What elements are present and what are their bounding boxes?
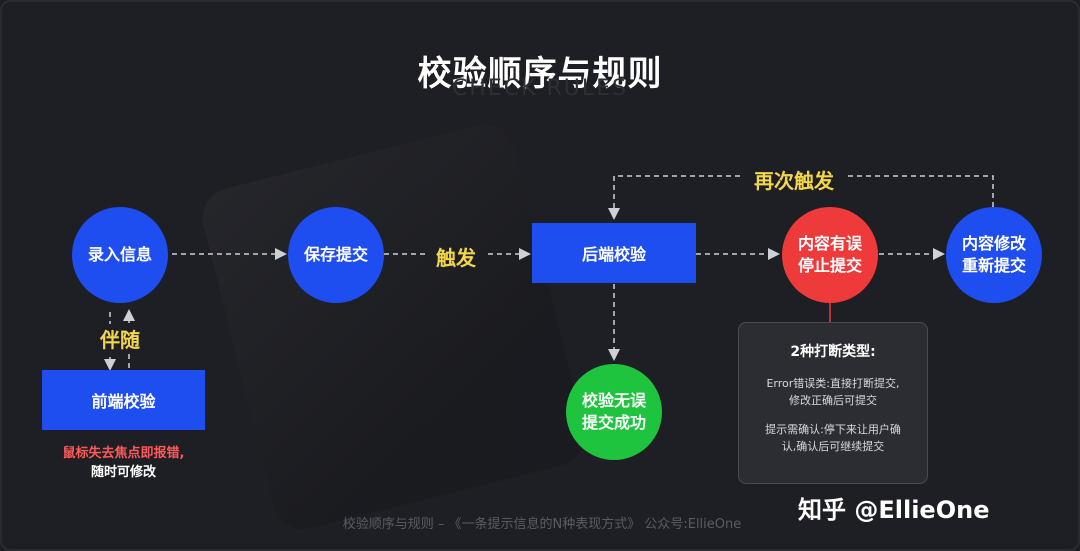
- node-backend-check: 后端校验: [532, 223, 696, 283]
- interrupt-confirm-line2: 认,确认后可继续提交: [781, 440, 885, 453]
- node-content-error-line1: 内容有误: [797, 234, 862, 253]
- interrupt-types-title: 2种打断类型:: [790, 344, 876, 360]
- node-content-error: 内容有误 停止提交: [782, 207, 878, 303]
- node-success-line1: 校验无误: [581, 391, 646, 410]
- node-modify-line1: 内容修改: [961, 234, 1026, 253]
- node-modify-resubmit-label: 内容修改 重新提交: [962, 233, 1026, 277]
- node-modify-resubmit: 内容修改 重新提交: [946, 207, 1042, 303]
- interrupt-types-box: 2种打断类型: Error错误类:直接打断提交, 修改正确后可提交 提示需确认:…: [738, 322, 928, 484]
- diagram-subtitle: CHECK RULES: [451, 76, 629, 101]
- interrupt-confirm-line1: 提示需确认:停下来让用户确: [765, 423, 901, 436]
- node-input-info-label: 录入信息: [87, 245, 152, 264]
- frontend-note-white: 随时可修改: [90, 465, 156, 480]
- node-save-submit: 保存提交: [288, 207, 384, 303]
- arrow-modify-to-backend: [614, 175, 994, 217]
- node-save-submit-label: 保存提交: [303, 245, 368, 264]
- node-check-success-label: 校验无误 提交成功: [582, 390, 646, 434]
- node-frontend-check: 前端校验: [42, 370, 205, 430]
- node-content-error-label: 内容有误 停止提交: [798, 233, 862, 277]
- node-backend-check-label: 后端校验: [581, 245, 646, 264]
- label-trigger: 触发: [436, 246, 476, 270]
- interrupt-error-line2: 修改正确后可提交: [789, 394, 877, 407]
- frontend-note-red: 鼠标失去焦点即报错,: [62, 446, 185, 461]
- node-input-info: 录入信息: [72, 207, 168, 303]
- watermark: 知乎 @EllieOne: [798, 496, 990, 524]
- diagram-title: 校验顺序与规则: [417, 54, 663, 94]
- node-modify-line2: 重新提交: [961, 256, 1026, 275]
- node-check-success: 校验无误 提交成功: [566, 364, 662, 460]
- label-resubmit: 再次触发: [754, 169, 834, 193]
- label-accompany: 伴随: [98, 324, 142, 353]
- node-content-error-line2: 停止提交: [797, 256, 862, 275]
- node-frontend-check-label: 前端校验: [91, 392, 156, 411]
- interrupt-error-line1: Error错误类:直接打断提交,: [766, 377, 900, 390]
- footer-caption: 校验顺序与规则 – 《一条提示信息的N种表现方式》 公众号:EllieOne: [342, 517, 742, 532]
- node-success-line2: 提交成功: [581, 413, 646, 432]
